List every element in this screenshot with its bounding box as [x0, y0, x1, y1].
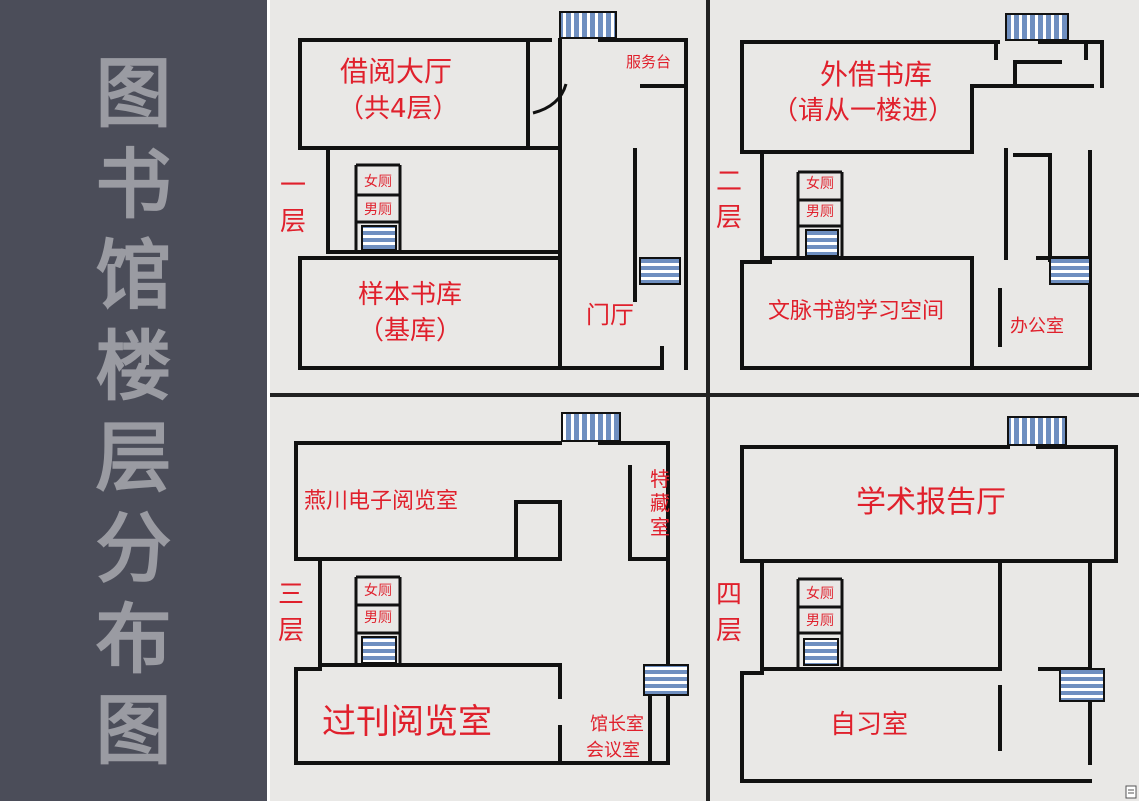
- stairs-icon: [561, 412, 621, 442]
- vertical-divider: [706, 0, 710, 801]
- room-label: 门厅: [586, 301, 634, 329]
- room-label: 借阅大厅: [340, 55, 453, 88]
- room-label: 学术报告厅: [856, 485, 1006, 520]
- room-label: 特 藏 室: [650, 467, 670, 539]
- title-char: 层: [95, 413, 172, 502]
- floor-1-walls: [298, 11, 688, 370]
- title-char: 楼: [95, 322, 172, 411]
- stairs-icon: [361, 636, 397, 664]
- title-char: 布: [95, 595, 172, 684]
- floor-label: 一层: [280, 171, 307, 237]
- room-label: 办公室: [1010, 316, 1064, 337]
- room-label: 女厕: [806, 586, 834, 602]
- floor-1-plan: 借阅大厅 （共4层） 服务台 女厕 男厕 样本书库 （基库） 门厅 一层: [270, 0, 706, 393]
- title-char: 书: [95, 140, 172, 229]
- title-char: 图: [95, 686, 172, 775]
- floor-4-plan: 学术报告厅 女厕 男厕 自习室 四层: [710, 397, 1139, 801]
- title-char: 分: [95, 504, 172, 593]
- room-label: 外借书库: [820, 58, 933, 91]
- room-note: （基库）: [358, 316, 463, 346]
- room-label: 服务台: [626, 53, 672, 71]
- room-label: 男厕: [806, 613, 834, 629]
- floor-2-walls: [740, 13, 1104, 370]
- room-label: 样本书库: [358, 280, 463, 310]
- room-label: 会议室: [586, 740, 640, 761]
- room-label: 男厕: [806, 204, 834, 220]
- stairs-icon: [1007, 416, 1067, 446]
- stairs-icon: [803, 638, 839, 666]
- room-label: 女厕: [364, 174, 392, 190]
- room-label: 燕川电子阅览室: [304, 489, 459, 514]
- room-label: 自习室: [830, 710, 909, 740]
- floor-2-plan: 外借书库 （请从一楼进） 女厕 男厕 文脉书韵学习空间 办公室 二层: [710, 0, 1139, 393]
- floor-3-plan: 燕川电子阅览室 特 藏 室 女厕 男厕 过刊阅览室 馆长室 会议室 三层: [270, 397, 706, 801]
- floor-plans-board: 借阅大厅 （共4层） 服务台 女厕 男厕 样本书库 （基库） 门厅 一层 外借书…: [270, 0, 1139, 801]
- stairs-icon: [559, 11, 617, 39]
- room-label: 馆长室: [590, 714, 644, 735]
- title-sidebar: 图 书 馆 楼 层 分 布 图: [0, 0, 267, 801]
- floor-label: 二层: [716, 167, 743, 233]
- stairs-icon: [1059, 668, 1105, 702]
- room-label: 女厕: [364, 583, 392, 599]
- room-label: 女厕: [806, 176, 834, 192]
- floor-label: 四层: [716, 580, 743, 646]
- room-note: （请从一楼进）: [772, 96, 955, 126]
- vertical-title: 图 书 馆 楼 层 分 布 图: [0, 48, 267, 776]
- horizontal-divider: [270, 393, 1139, 397]
- room-label: 文脉书韵学习空间: [768, 299, 945, 324]
- title-char: 图: [95, 49, 172, 138]
- stairs-icon: [361, 225, 397, 251]
- floor-3-walls: [294, 412, 689, 765]
- stairs-icon: [805, 229, 839, 257]
- title-char: 馆: [95, 231, 172, 320]
- room-label: 过刊阅览室: [322, 702, 492, 742]
- floor-4-walls: [740, 416, 1118, 783]
- stairs-icon: [1049, 257, 1091, 285]
- stairs-icon: [643, 664, 689, 696]
- room-label: 男厕: [364, 610, 392, 626]
- document-icon: [1125, 785, 1137, 799]
- stairs-icon: [639, 257, 681, 285]
- floor-label: 三层: [278, 580, 305, 646]
- room-label: 男厕: [364, 202, 392, 218]
- stairs-icon: [1005, 13, 1069, 41]
- room-note: （共4层）: [338, 94, 459, 124]
